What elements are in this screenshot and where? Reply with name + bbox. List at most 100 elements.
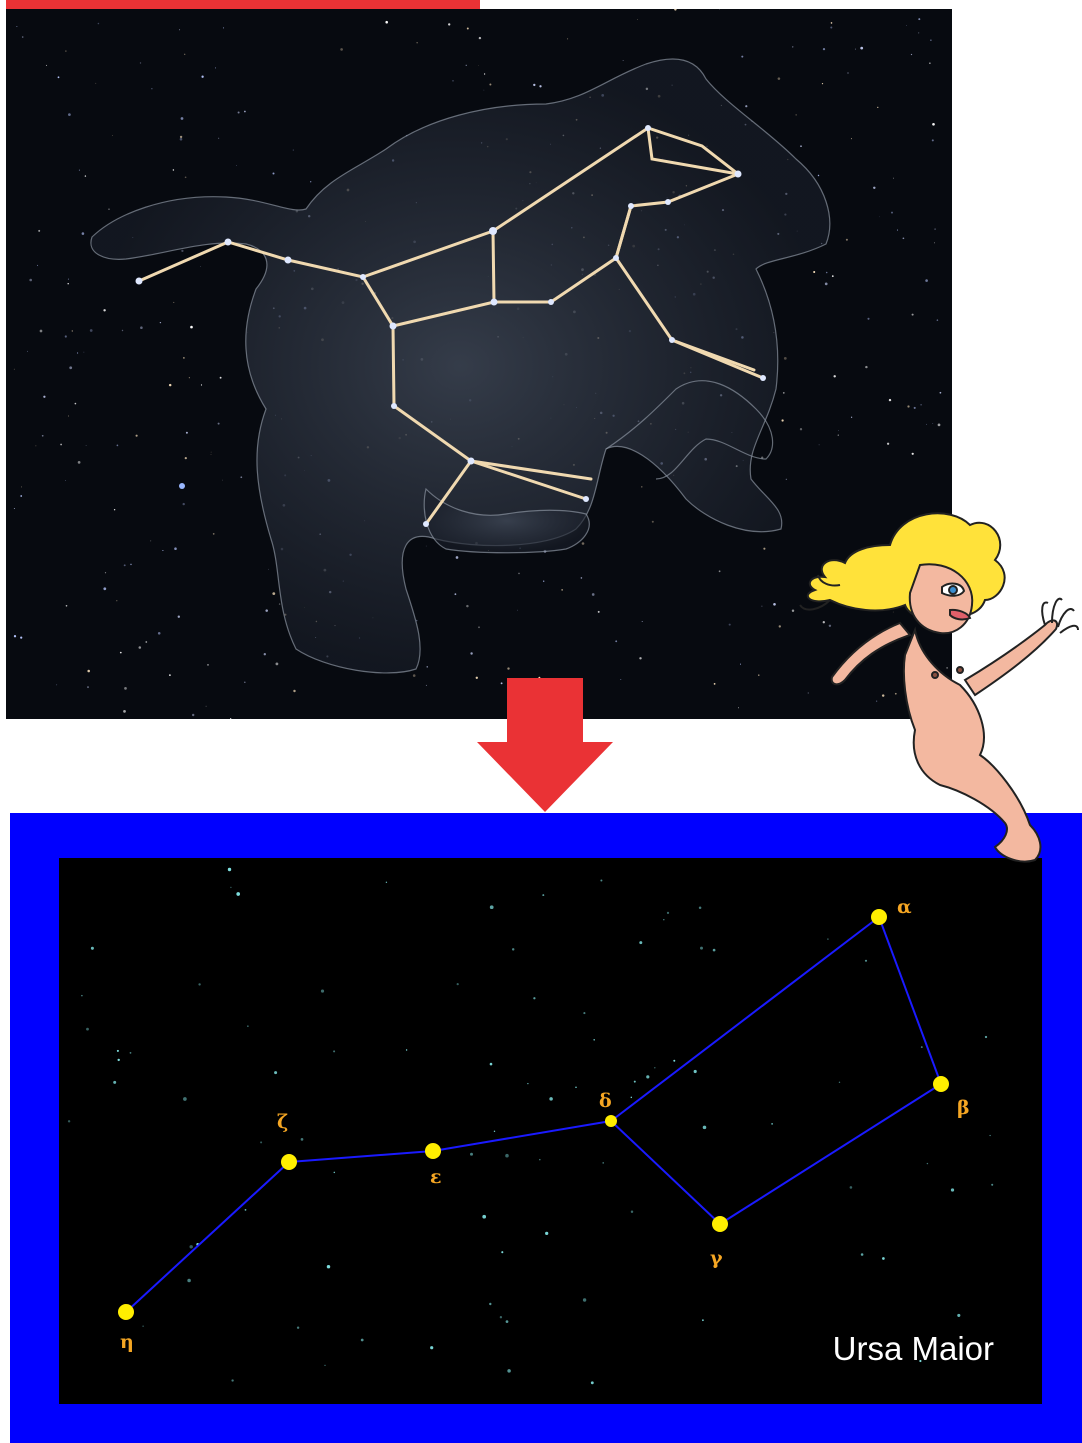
faint-star [457, 983, 459, 985]
photo-star [86, 445, 87, 446]
faint-star [667, 912, 669, 914]
photo-star [185, 457, 187, 459]
photo-star [268, 569, 269, 570]
connection-line-zeta-epsilon [289, 1151, 433, 1162]
photo-star [72, 330, 73, 331]
faint-star [91, 947, 94, 950]
photo-star [912, 453, 914, 455]
faint-star [602, 1162, 604, 1164]
photo-star [929, 63, 930, 64]
photo-star [272, 172, 274, 174]
photo-star [38, 230, 40, 232]
photo-star [218, 423, 220, 425]
photo-star [813, 271, 815, 273]
faint-star [646, 1075, 649, 1078]
photo-star [220, 377, 222, 379]
photo-star [773, 603, 776, 606]
photo-star [385, 21, 388, 24]
photo-star [819, 444, 820, 445]
photo-star [912, 314, 914, 316]
photo-star [642, 621, 643, 622]
photo-star [206, 706, 207, 707]
photo-star [906, 25, 907, 26]
photo-star [938, 424, 941, 427]
photo-star [517, 610, 518, 611]
photo-star [719, 570, 721, 572]
faint-star [694, 1070, 697, 1073]
photo-star [920, 404, 922, 406]
faint-star [406, 1049, 407, 1050]
photo-star [58, 76, 60, 78]
faint-star [274, 1071, 277, 1074]
photo-star [173, 169, 174, 170]
photo-star [27, 351, 28, 352]
body [832, 599, 1078, 862]
faint-star [236, 892, 240, 896]
photo-star [173, 302, 174, 303]
photo-star [914, 407, 916, 409]
connection-line-alpha-beta [879, 917, 941, 1084]
faint-star [321, 990, 324, 993]
connection-line-eta-zeta [126, 1162, 289, 1312]
connection-line-delta-alpha [611, 917, 879, 1121]
faint-star [327, 1265, 330, 1268]
faint-star [245, 1209, 247, 1211]
faint-star [882, 1257, 885, 1260]
photo-star [95, 83, 96, 84]
photo-star [758, 674, 759, 675]
photo-star [162, 550, 163, 551]
faint-star [839, 1082, 840, 1083]
photo-star [181, 250, 183, 252]
photo-star [761, 606, 762, 607]
faint-star [470, 1153, 473, 1156]
photo-star [103, 309, 105, 311]
photo-star [932, 423, 933, 424]
photo-star [877, 107, 878, 108]
photo-star [130, 564, 132, 566]
faint-star [230, 887, 231, 888]
photo-star [413, 674, 416, 677]
faint-star [333, 1050, 335, 1052]
faint-star [142, 1325, 143, 1326]
photo-star [98, 23, 100, 25]
photo-star [189, 377, 190, 378]
photo-star [213, 533, 215, 535]
faint-star [713, 949, 716, 952]
star-epsilon [425, 1143, 441, 1159]
star-label-alpha: α [897, 896, 912, 918]
photo-star [484, 73, 485, 74]
photo-star [68, 279, 69, 280]
photo-star [561, 589, 562, 590]
photo-star [276, 663, 279, 666]
star-label-beta: β [957, 1097, 970, 1119]
photo-star [478, 65, 479, 66]
photo-star [37, 265, 38, 266]
photo-star [466, 605, 468, 607]
photo-star [69, 366, 72, 369]
photo-star [265, 609, 268, 612]
photo-star [215, 67, 216, 68]
faint-star [231, 1379, 233, 1381]
photo-star [467, 28, 469, 30]
photo-star [67, 283, 68, 284]
photo-star [87, 686, 89, 688]
faint-star [583, 1298, 586, 1301]
connection-line-gamma-delta [611, 1121, 720, 1224]
star-label-epsilon: ε [430, 1166, 442, 1188]
photo-star [452, 80, 453, 81]
photo-star [456, 556, 459, 559]
faint-star [81, 995, 83, 997]
photo-star [116, 600, 117, 601]
photo-star [448, 23, 450, 25]
photo-star [855, 49, 856, 50]
photo-star [479, 37, 481, 39]
star-eta [118, 1304, 134, 1320]
photo-star [847, 72, 848, 73]
faint-star [583, 1012, 585, 1014]
connection-line-epsilon-delta [433, 1121, 611, 1151]
photo-star [860, 47, 863, 50]
faint-star [533, 997, 535, 999]
photo-star [181, 117, 184, 120]
faint-star [631, 1097, 632, 1098]
photo-star [200, 266, 201, 267]
